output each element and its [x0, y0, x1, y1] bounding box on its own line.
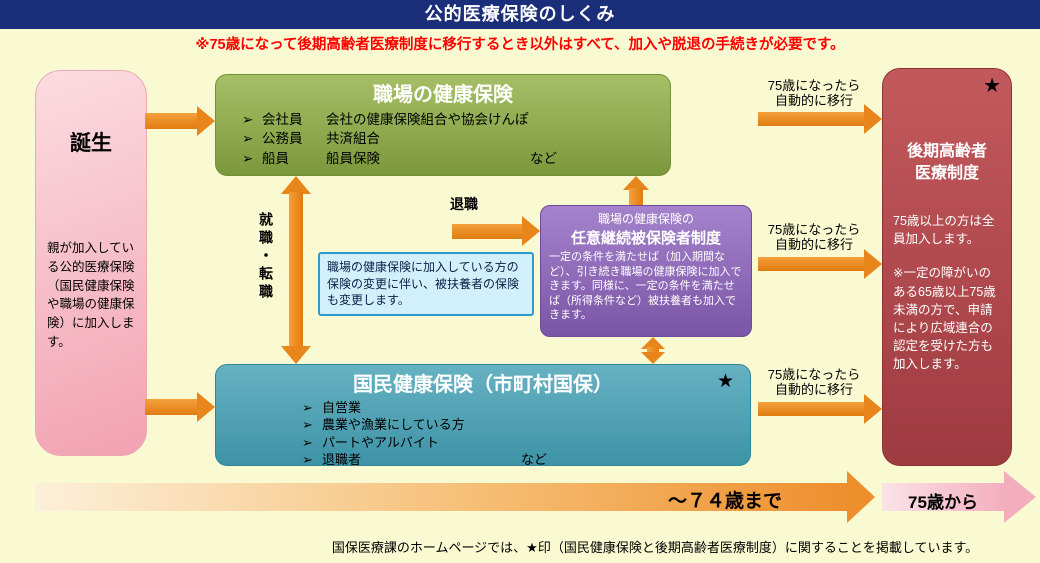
transfer-label-line1: 75歳になったら: [767, 367, 861, 382]
arrow-bullet-icon: ➢: [242, 112, 254, 127]
employment-change-label: 就職・転職: [258, 212, 274, 302]
workplace-item-desc: 会社の健康保険組合や協会けんぽ: [326, 112, 529, 127]
retirement-arrow: [452, 216, 540, 246]
list-item: ➢ 退職者 など: [302, 451, 750, 468]
list-item: ➢ 公務員 共済組合: [242, 129, 670, 148]
birth-box: 誕生 親が加入している公的医療保険（国民健康保険や職場の健康保険）に加入します。: [35, 70, 147, 456]
national-insurance-list: ➢ 自営業 ➢ 農業や漁業にしている方 ➢ パートやアルバイト ➢ 退職者 など: [302, 399, 750, 468]
list-item: ➢ 農業や漁業にしている方: [302, 416, 750, 433]
elderly-system-body-2: ※一定の障がいのある65歳以上75歳未満の方で、申請により広域連合の認定を受けた…: [893, 266, 996, 372]
voluntary-body: 一定の条件を満たせば（加入期間など）、引き続き職場の健康保険に加入できます。同様…: [549, 251, 742, 322]
title-bar: 公的医療保険のしくみ: [0, 0, 1040, 29]
etc-label: など: [530, 150, 557, 166]
star-icon: ★: [716, 371, 734, 392]
workplace-insurance-box: 職場の健康保険 ➢ 会社員 会社の健康保険組合や協会けんぽ ➢ 公務員 共済組合…: [215, 74, 671, 176]
dependents-note-text: 職場の健康保険に加入している方の保険の変更に伴い、被扶養者の保険も変更します。: [327, 260, 520, 308]
transfer-label-line1: 75歳になったら: [767, 78, 861, 93]
voluntary-subtitle: 職場の健康保険の: [597, 212, 694, 226]
workplace-item-term: 会社員: [262, 112, 303, 127]
arrow-bullet-icon: ➢: [302, 400, 313, 415]
transfer-label-top: 75歳になったら 自動的に移行: [748, 78, 880, 109]
national-item-label: 農業や漁業にしている方: [322, 417, 465, 433]
transfer-label-line2: 自動的に移行: [774, 382, 853, 398]
dependents-note-box: 職場の健康保険に加入している方の保険の変更に伴い、被扶養者の保険も変更します。: [318, 252, 534, 316]
warning-text: ※75歳になって後期高齢者医療制度に移行するとき以外はすべて、加入や脱退の手続き…: [195, 37, 845, 53]
transfer-label-middle: 75歳になったら 自動的に移行: [748, 222, 880, 253]
birth-body: 親が加入している公的医療保険（国民健康保険や職場の健康保険）に加入します。: [47, 241, 135, 349]
workplace-to-elderly-arrow: [758, 104, 882, 134]
birth-to-workplace-arrow: [145, 106, 217, 136]
arrow-bullet-icon: ➢: [242, 131, 254, 147]
birth-title: 誕生: [70, 132, 112, 155]
elderly-system-body-1: 75歳以上の方は全員加入します。: [893, 214, 995, 247]
voluntary-title: 任意継続被保険者制度: [570, 230, 721, 247]
transfer-label-line1: 75歳になったら: [767, 222, 861, 237]
workplace-item-desc: 船員保険: [326, 150, 380, 166]
national-item-label: パートやアルバイト: [322, 434, 439, 450]
timeline-arrow-from75: [882, 471, 1036, 523]
arrow-bullet-icon: ➢: [302, 434, 313, 450]
list-item: ➢ パートやアルバイト: [302, 434, 750, 451]
national-to-elderly-arrow: [758, 394, 882, 424]
elderly-system-title-line2: 医療制度: [914, 164, 979, 182]
list-item: ➢ 船員 船員保険 など: [242, 149, 670, 168]
timeline-label-from75: 75歳から: [908, 493, 978, 512]
retirement-label: 退職: [450, 196, 478, 212]
arrow-bullet-icon: ➢: [242, 150, 254, 166]
voluntary-to-elderly-arrow: [758, 249, 882, 279]
national-item-label: 退職者: [322, 451, 362, 467]
workplace-item-term: 船員: [262, 150, 289, 166]
national-item-label: 自営業: [322, 400, 362, 415]
workplace-insurance-list: ➢ 会社員 会社の健康保険組合や協会けんぽ ➢ 公務員 共済組合 ➢ 船員 船員…: [242, 110, 670, 168]
transfer-label-line2: 自動的に移行: [774, 237, 853, 253]
page-title: 公的医療保険のしくみ: [424, 4, 616, 24]
workplace-item-term: 公務員: [262, 131, 303, 147]
birth-to-national-arrow: [145, 392, 217, 422]
national-insurance-box: 国民健康保険（市町村国保） ★ ➢ 自営業 ➢ 農業や漁業にしている方 ➢ パー…: [215, 364, 751, 468]
etc-label: など: [521, 451, 548, 467]
employment-change-arrow: [281, 176, 311, 364]
voluntary-continuation-box: 職場の健康保険の 任意継続被保険者制度 一定の条件を満たせば（加入期間など）、引…: [540, 205, 752, 337]
national-insurance-title-row: 国民健康保険（市町村国保） ★: [216, 365, 750, 397]
list-item: ➢ 自営業: [302, 399, 750, 416]
voluntary-national-double-arrow: [641, 337, 665, 364]
elderly-medical-system-box: ★ 後期高齢者 医療制度 75歳以上の方は全員加入します。 ※一定の障がいのある…: [882, 68, 1012, 466]
elderly-system-title-line1: 後期高齢者: [906, 143, 987, 160]
transfer-label-line2: 自動的に移行: [774, 93, 853, 109]
elderly-system-title: 後期高齢者 医療制度: [883, 141, 1011, 184]
workplace-insurance-title: 職場の健康保険: [373, 84, 513, 106]
timeline-arrow-until74: [35, 471, 875, 523]
list-item: ➢ 会社員 会社の健康保険組合や協会けんぽ: [242, 110, 670, 129]
national-insurance-title: 国民健康保険（市町村国保）: [353, 374, 613, 396]
transfer-label-bottom: 75歳になったら 自動的に移行: [748, 367, 880, 398]
voluntary-to-workplace-arrow: [623, 176, 649, 205]
timeline-label-until74: ～７４歳まで: [667, 491, 782, 512]
workplace-item-desc: 共済組合: [326, 131, 380, 147]
arrow-bullet-icon: ➢: [302, 451, 313, 467]
arrow-bullet-icon: ➢: [302, 417, 313, 433]
star-icon: ★: [983, 75, 1001, 97]
footnote: 国保医療課のホームページでは、★印（国民健康保険と後期高齢者医療制度）に関するこ…: [331, 540, 979, 555]
